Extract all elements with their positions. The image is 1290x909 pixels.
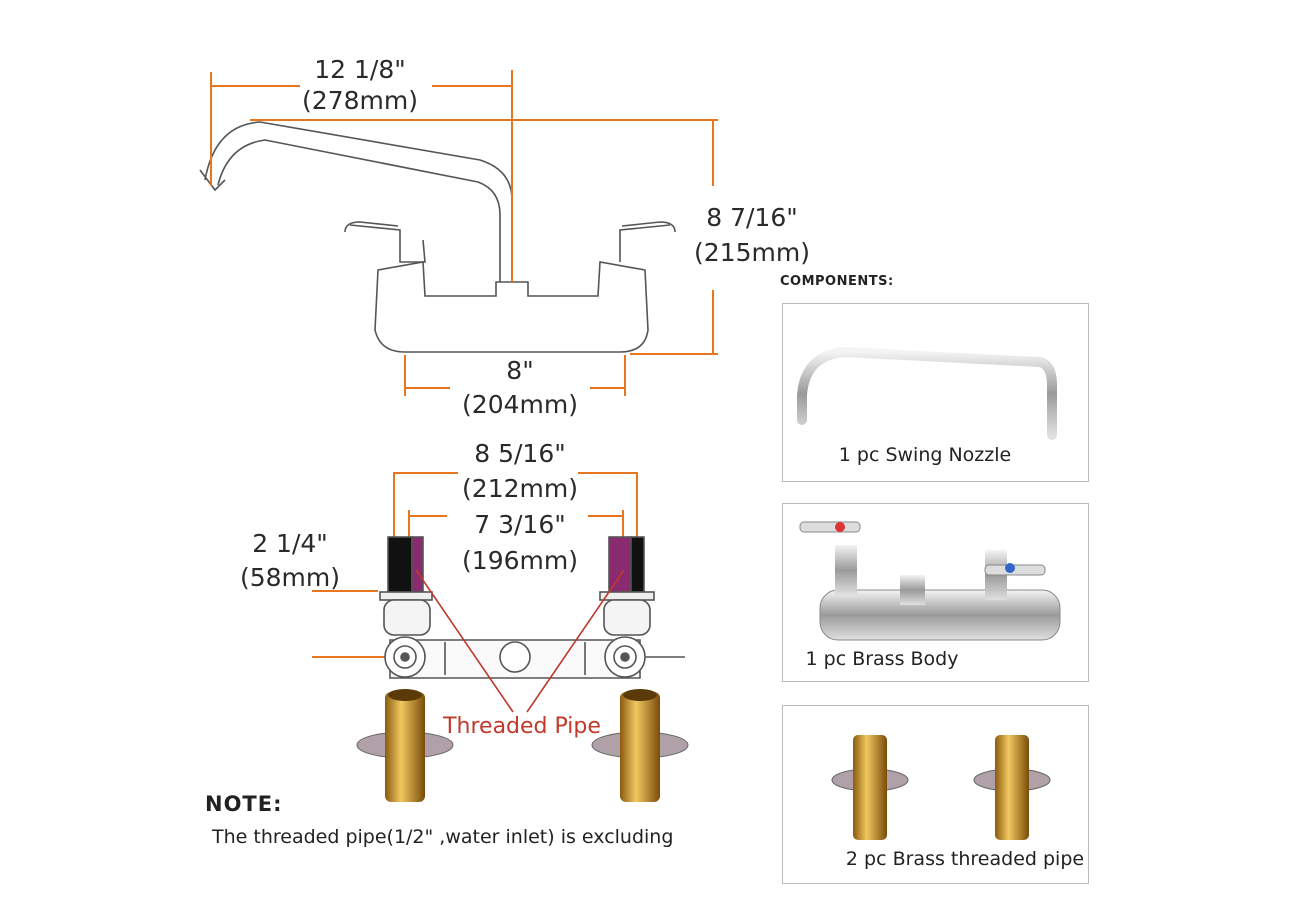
dimension-lines	[210, 70, 718, 658]
note-title: NOTE:	[205, 792, 283, 816]
height-metric: (215mm)	[694, 238, 810, 267]
faucet-outline-drawing	[199, 121, 676, 353]
reach-metric: (278mm)	[302, 86, 418, 115]
reach-imperial: 12 1/8"	[314, 55, 406, 84]
inner-metric: (196mm)	[462, 546, 578, 575]
height-imperial: 8 7/16"	[706, 203, 798, 232]
components-title: COMPONENTS:	[780, 274, 894, 289]
center-imperial: 8"	[506, 356, 534, 385]
component-label-threaded-pipe: 2 pc Brass threaded pipe	[845, 848, 1085, 870]
depth-metric: (58mm)	[239, 563, 341, 592]
component-label-brass-body: 1 pc Brass Body	[805, 648, 959, 670]
threaded-pipe-callout: Threaded Pipe	[443, 714, 601, 739]
inner-imperial: 7 3/16"	[474, 510, 566, 539]
component-label-swing-nozzle: 1 pc Swing Nozzle	[838, 444, 1012, 466]
center-metric: (204mm)	[462, 390, 578, 419]
faucet-body-bottom	[379, 536, 685, 679]
component-card-threaded-pipe	[782, 705, 1089, 884]
depth-imperial: 2 1/4"	[252, 529, 328, 558]
outer-imperial: 8 5/16"	[474, 439, 566, 468]
brass-threaded-pipes	[356, 689, 689, 802]
note-text: The threaded pipe(1/2" ,water inlet) is …	[212, 826, 674, 848]
threaded-pipe-callout-lines	[415, 569, 625, 713]
outer-metric: (212mm)	[462, 474, 578, 503]
